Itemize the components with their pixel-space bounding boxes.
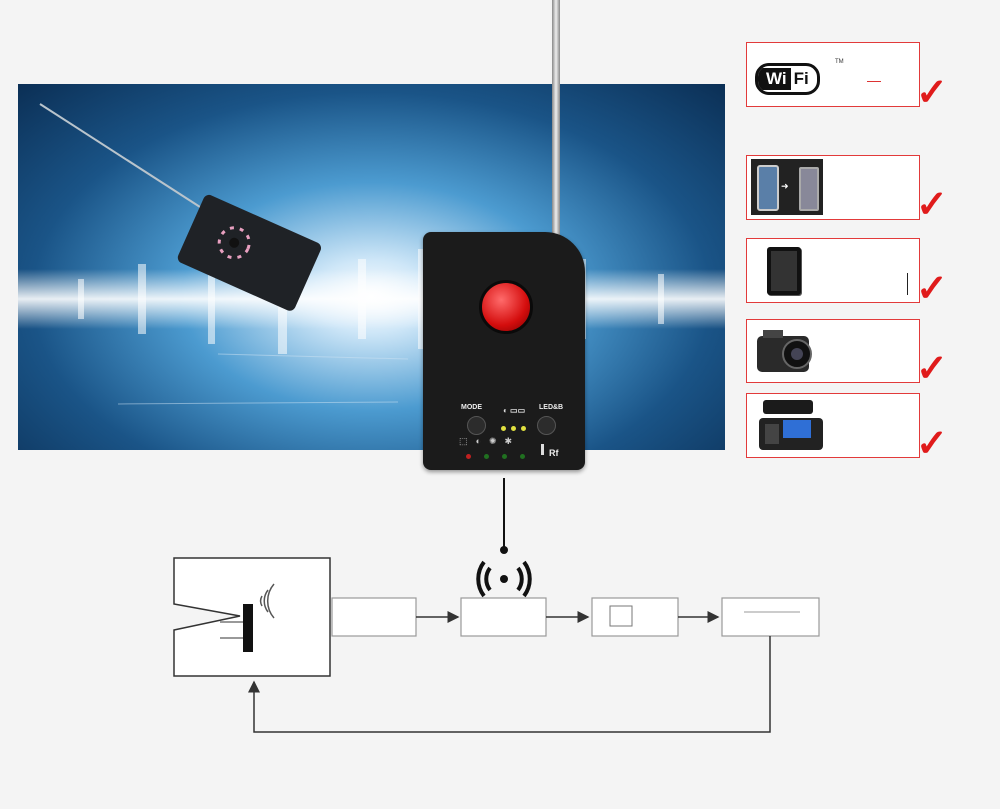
tablet-icon [767,247,801,295]
detect-item-tracker [746,393,920,458]
led-label: LED&B [539,404,564,411]
detect-item-camera [746,319,920,383]
check-mark-icon: ✓ [916,72,948,114]
check-mark-icon: ✓ [916,268,948,310]
faint-mark [867,81,881,82]
camera-lens-viewer [479,280,533,334]
check-mark-icon: ✓ [916,423,948,465]
status-led-red [466,454,471,459]
check-mark-icon: ✓ [916,184,948,226]
angled-detector-image [39,103,322,311]
wifi-logo-left: Wi [758,68,791,90]
broadcast-icon [476,560,532,598]
rf-detector-device: MODE LED&B ◐ ▭▭ ⬚◐✺✱ Rf [423,232,585,470]
antenna [552,0,560,236]
sms-phone-icon: ➜ [751,159,823,215]
signal-bar-icon [541,444,544,455]
detect-item-tablet [746,238,920,303]
mini-camera-icon [757,330,812,372]
wifi-trademark: TM [835,59,844,65]
indicator-led [501,426,506,431]
indicator-led [521,426,526,431]
detect-item-sms: ➜ [746,155,920,220]
gps-tracker-case-icon [759,400,823,450]
rf-label: Rf [549,448,559,458]
indicator-led [511,426,516,431]
status-led [484,454,489,459]
check-mark-icon: ✓ [916,348,948,390]
wifi-logo-icon: Wi Fi [755,63,820,95]
mode-icons-row: ⬚◐✺✱ [459,436,521,446]
mode-label: MODE [461,404,482,411]
status-led [520,454,525,459]
faint-mark [907,273,908,295]
led-button[interactable] [537,416,556,435]
detect-item-wifi: Wi Fi TM [746,42,920,107]
status-led [502,454,507,459]
hero-banner [18,84,725,450]
battery-icon: ◐ ▭▭ [503,406,526,415]
wifi-logo-right: Fi [793,69,809,88]
sound-wave-graphic [18,244,725,405]
mode-button[interactable] [467,416,486,435]
